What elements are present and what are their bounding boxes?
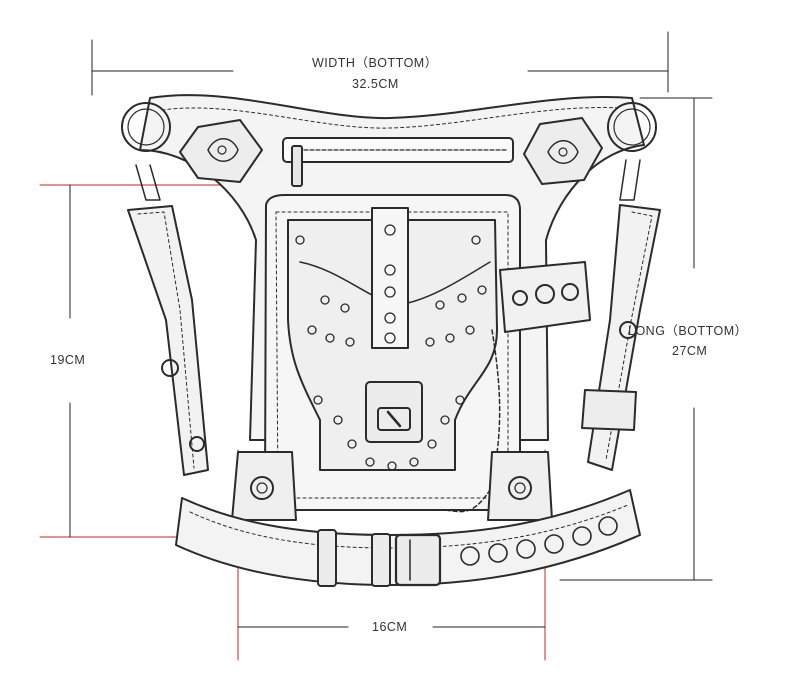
left-strap — [127, 164, 209, 476]
width-dimension — [91, 31, 669, 96]
right-lower-panel — [487, 451, 553, 521]
waist-belt — [175, 489, 641, 587]
long-label: LONG（BOTTOM） — [628, 324, 748, 338]
belt-buckle-icon — [394, 533, 442, 587]
height-value: 19CM — [50, 353, 86, 367]
width-value: 32.5CM — [352, 77, 399, 91]
left-emblem-icon — [179, 119, 263, 183]
long-value: 27CM — [672, 344, 708, 358]
zipper-pull-icon — [291, 145, 303, 187]
right-ring-icon — [607, 102, 657, 152]
left-ring-icon — [121, 102, 171, 152]
twist-lock-icon — [365, 381, 423, 443]
right-emblem-icon — [523, 117, 603, 185]
side-tab-strap — [499, 261, 591, 333]
right-strap — [581, 159, 661, 471]
strap-eyelet-icon — [161, 359, 179, 377]
left-lower-panel — [231, 451, 297, 521]
width-label: WIDTH（BOTTOM） — [312, 56, 438, 70]
top-zipper — [282, 137, 514, 187]
front-flap — [287, 207, 498, 471]
strap-eyelet-icon — [619, 321, 637, 339]
depth-value: 16CM — [372, 620, 408, 634]
long-dimension — [559, 97, 713, 581]
